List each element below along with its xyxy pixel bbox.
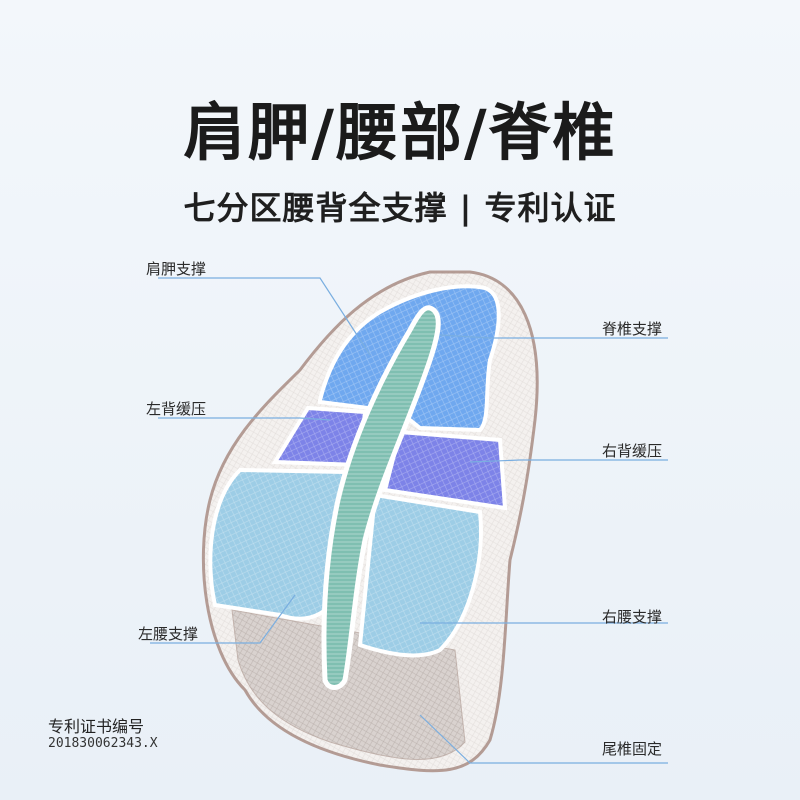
- leader-left-back: [158, 417, 331, 421]
- page-subtitle: 七分区腰背全支撑 | 专利认证: [183, 189, 617, 227]
- label-right-back: 右背缓压: [602, 442, 663, 460]
- label-shoulder: 肩胛支撑: [146, 260, 207, 278]
- leader-left-waist: [150, 594, 296, 644]
- leader-shoulder: [158, 277, 371, 356]
- leader-tailbone: [419, 714, 668, 764]
- patent-title: 专利证书编号: [48, 717, 145, 736]
- patent-number: 201830062343.X: [48, 736, 158, 751]
- label-right-waist: 右腰支撑: [602, 608, 663, 626]
- label-tailbone: 尾椎固定: [602, 740, 663, 758]
- label-left-waist: 左腰支撑: [138, 625, 199, 643]
- leader-spine: [439, 334, 668, 339]
- label-left-back: 左背缓压: [146, 400, 207, 418]
- leader-lines: [150, 277, 668, 764]
- leader-right-back: [469, 459, 668, 463]
- label-spine: 脊椎支撑: [602, 320, 663, 338]
- page-title: 肩胛/腰部/脊椎: [183, 96, 617, 169]
